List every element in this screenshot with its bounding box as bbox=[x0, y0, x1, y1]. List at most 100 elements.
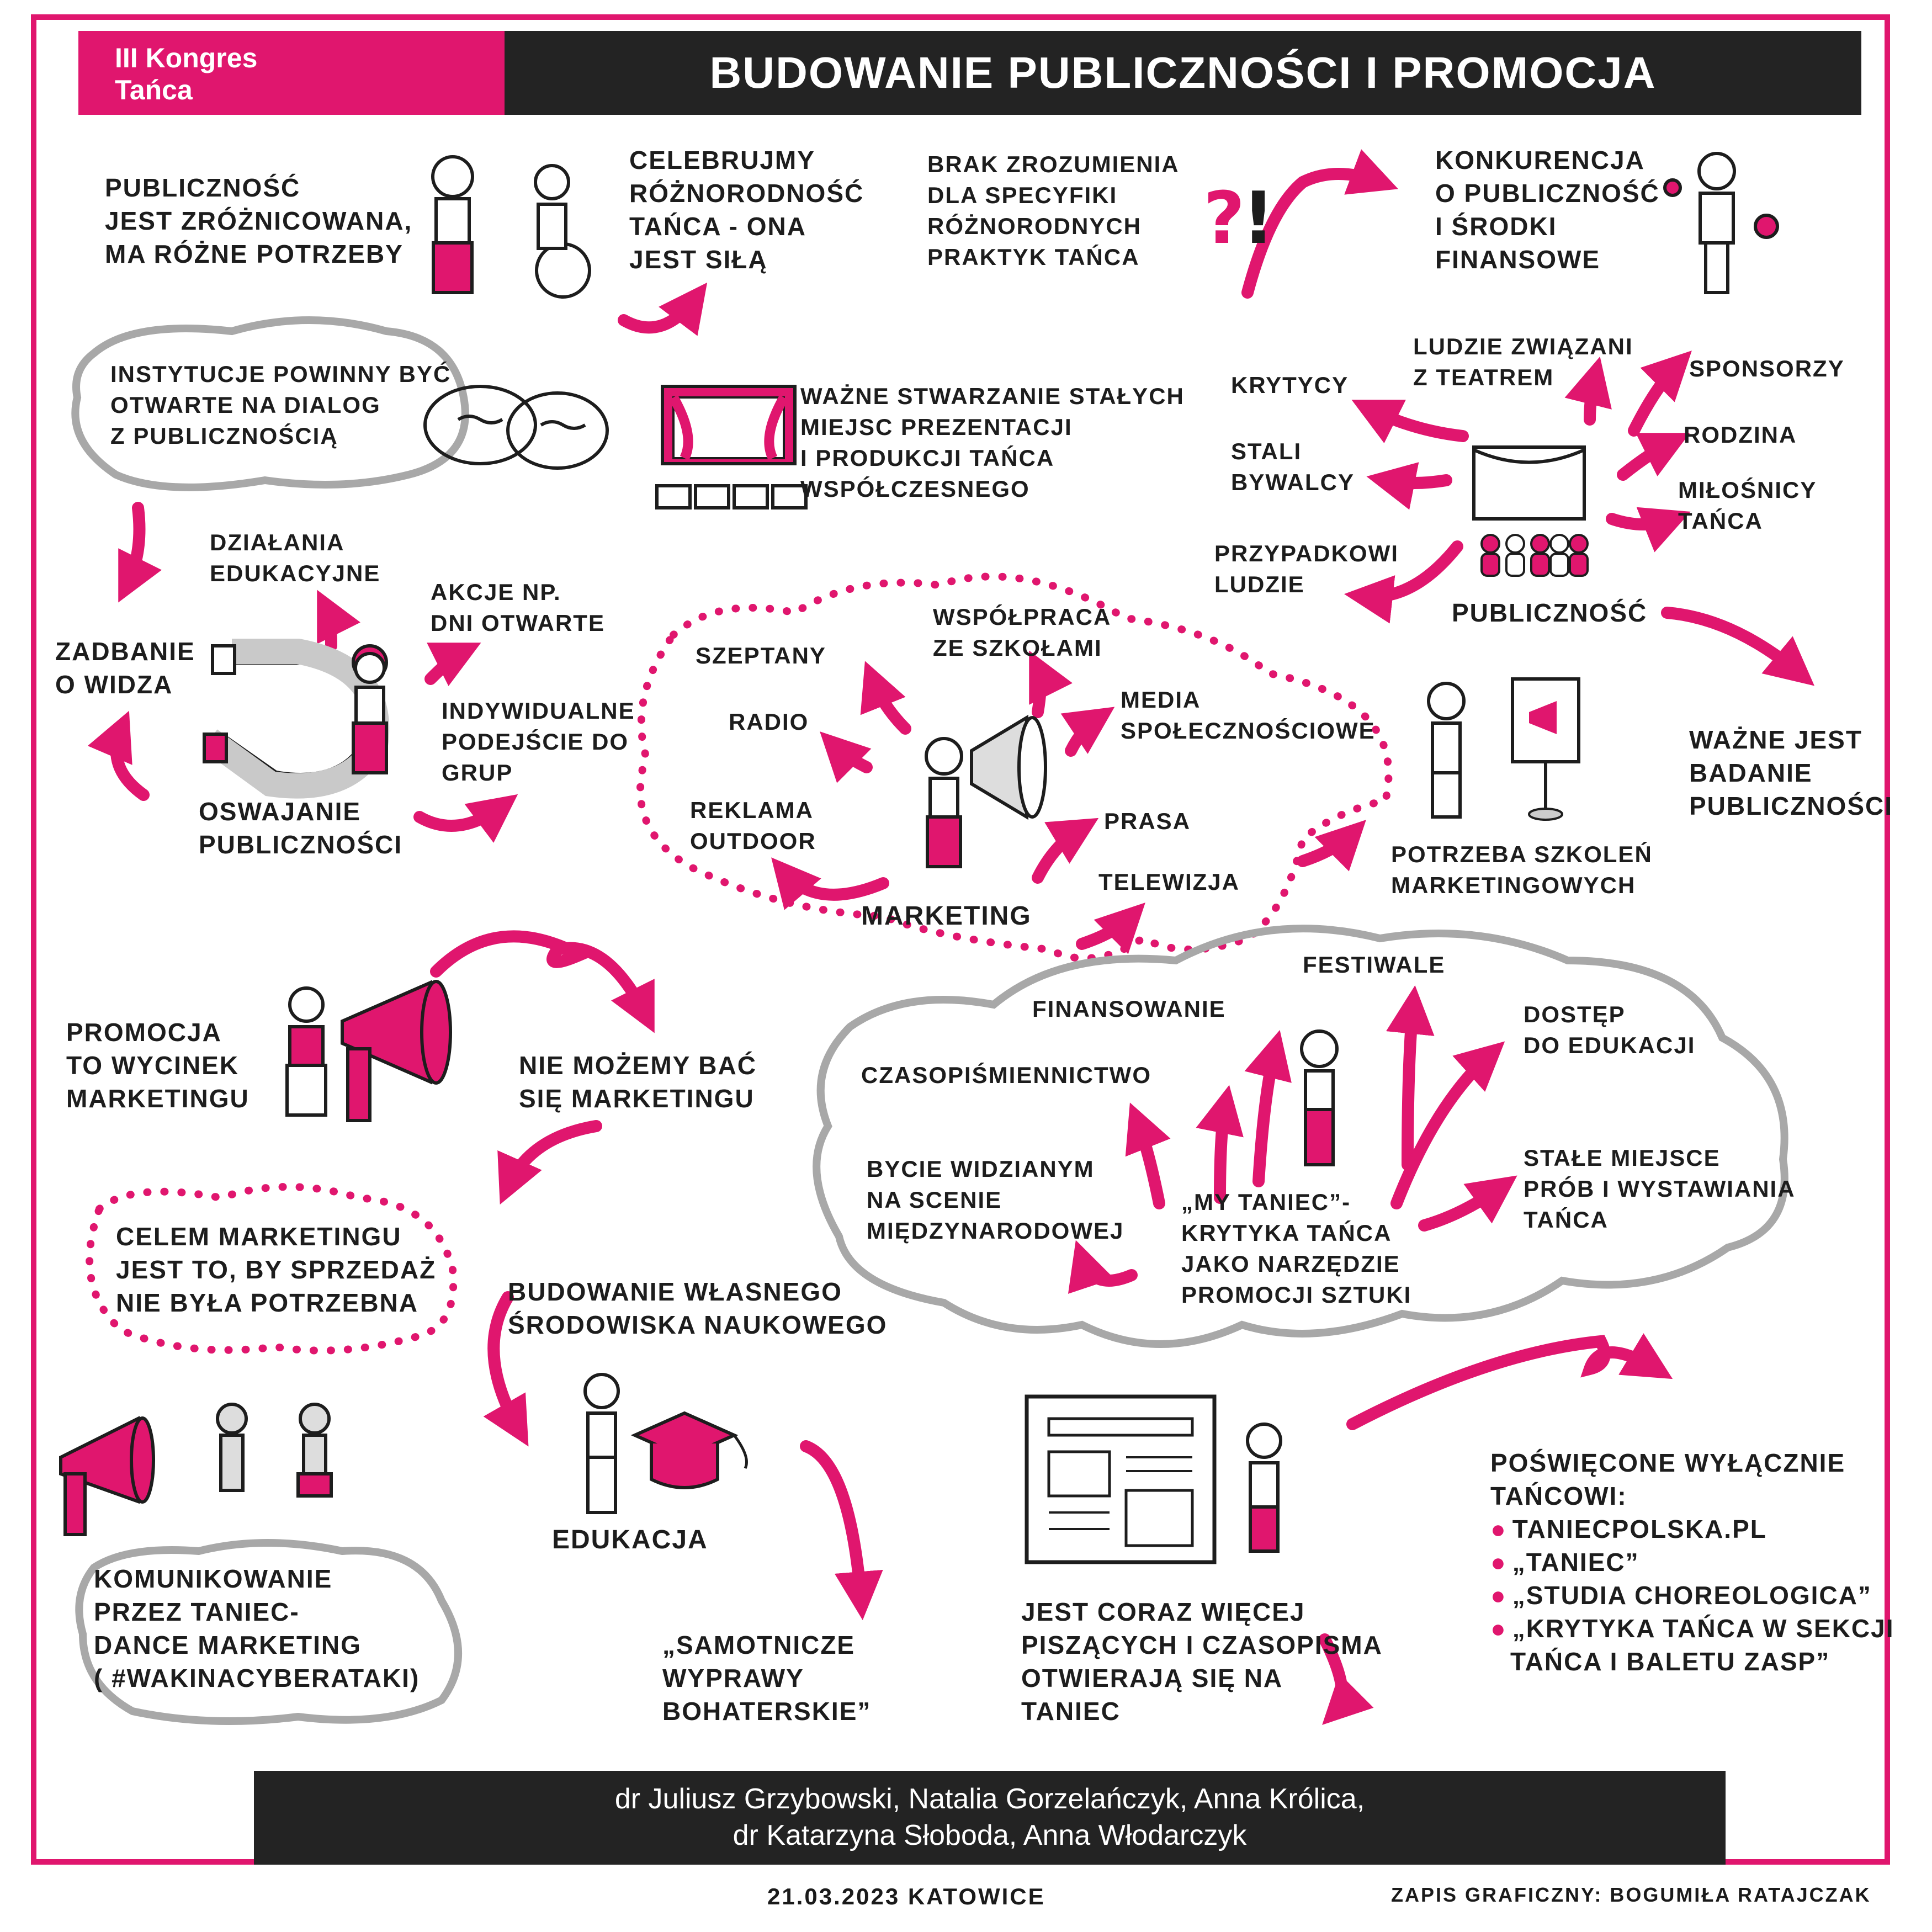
goal-cloud-outline bbox=[86, 1183, 458, 1355]
theatre-audience-icon bbox=[1472, 445, 1589, 577]
megaphone-small-icon bbox=[59, 1416, 155, 1536]
arrow-research bbox=[1661, 607, 1815, 686]
gray-cloud-outline bbox=[813, 925, 1788, 1348]
arrow-funding bbox=[1244, 1029, 1292, 1187]
arrow-radio bbox=[820, 731, 873, 783]
footer-date-place: 21.03.2023 Katowice bbox=[767, 1883, 1045, 1909]
note-audience: Publiczność bbox=[1452, 598, 1648, 627]
arrow-loop bbox=[430, 930, 655, 1033]
arrow-prasa bbox=[1032, 818, 1099, 884]
svg-text:!: ! bbox=[1242, 176, 1275, 260]
stage-icon bbox=[655, 385, 808, 509]
note-marketing-training: Potrzeba szkoleń marketingowych bbox=[1391, 841, 1653, 898]
arrow-rehearsal bbox=[1418, 1175, 1517, 1232]
note-edu-actions: Działania edukacyjne bbox=[210, 529, 381, 586]
authors-line-1: dr Juliusz Grzybowski, Natalia Gorzelańc… bbox=[614, 1783, 1365, 1815]
note-open-days: Akcje np. dni otwarte bbox=[431, 579, 605, 636]
footer-credit: Zapis graficzny: Bogumiła Ratajczak bbox=[1391, 1883, 1871, 1906]
arrow-access bbox=[1390, 1041, 1505, 1209]
note-competition: Konkurencja o publiczność i środki finan… bbox=[1435, 146, 1660, 274]
gray-item-edu-access: Dostęp do edukacji bbox=[1524, 1001, 1696, 1058]
note-regulars: Stali bywalcy bbox=[1231, 438, 1355, 495]
dialog-bubbles bbox=[423, 385, 609, 470]
note-celebrate-diversity: Celebrujmy różnorodność tańca - ona jest… bbox=[629, 146, 864, 274]
marketing-cloud-outline bbox=[636, 572, 1393, 962]
presentation-board-icon bbox=[1511, 677, 1580, 821]
note-family: Rodzina bbox=[1684, 422, 1797, 448]
arrow-marketing-training bbox=[1297, 820, 1366, 872]
gray-item-journals: Czasopiśmiennictwo bbox=[861, 1062, 1151, 1088]
arrow-reklama bbox=[771, 857, 889, 910]
arrow-journals bbox=[1196, 1085, 1244, 1204]
arrow-celebrate bbox=[618, 282, 708, 336]
graduation-cap-icon bbox=[630, 1411, 748, 1489]
arrow-lovers bbox=[1606, 507, 1691, 553]
arrow-telewizja bbox=[1076, 903, 1145, 954]
magnet-icon bbox=[202, 639, 390, 799]
arrow-critique-left bbox=[1068, 1240, 1138, 1294]
dedicated-item: ●„Studia Choreologica” bbox=[1490, 1581, 1872, 1610]
newspaper-icon bbox=[1025, 1394, 1217, 1564]
arrow-visible bbox=[1125, 1102, 1171, 1209]
dance-comm-cloud-outline bbox=[75, 1539, 462, 1725]
authors-line-2: dr Katarzyna Słoboda, Anna Włodarczyk bbox=[733, 1819, 1247, 1851]
arrow-dedicated bbox=[1346, 1333, 1673, 1430]
arrow-open-days bbox=[424, 643, 481, 686]
note-critics: Krytycy bbox=[1231, 372, 1349, 398]
arrow-scientific bbox=[483, 1291, 529, 1447]
note-audience-diverse: Publiczność jest zróżnicowana, ma różne … bbox=[105, 173, 413, 268]
dedicated-item-cont: tańca i baletu ZASP” bbox=[1510, 1647, 1830, 1676]
note-scientific-community: Budowanie własnego środowiska naukowego bbox=[508, 1277, 888, 1339]
arrow-writing bbox=[1319, 1633, 1374, 1725]
note-promo-slice: Promocja to wycinek marketingu bbox=[66, 1018, 250, 1113]
note-individual-approach: Indywidualne podejście do grup bbox=[442, 698, 635, 785]
note-lack-understanding: Brak zrozumienia dla specyfiki różnorodn… bbox=[927, 151, 1180, 270]
arrow-heroic bbox=[800, 1440, 883, 1621]
note-heroic-journeys: „Samotnicze wyprawy bohaterskie” bbox=[662, 1631, 872, 1726]
figure-group bbox=[216, 152, 1779, 1553]
gray-item-festivals: Festiwale bbox=[1303, 952, 1446, 978]
arrow-group bbox=[87, 149, 1815, 1725]
note-dedicated-media: Poświęcone wyłącznie tańcowi: ●taniecpol… bbox=[1490, 1446, 1894, 1678]
note-theatre-people: Ludzie związani z teatrem bbox=[1413, 333, 1633, 390]
note-venues: Ważne stwarzanie stałych miejsc prezenta… bbox=[800, 383, 1185, 502]
svg-text:?: ? bbox=[1203, 176, 1245, 260]
arrow-individual bbox=[413, 794, 518, 843]
institutions-cloud-outline bbox=[71, 316, 469, 491]
arrow-taming bbox=[87, 710, 150, 801]
marketing-center-label: Marketing bbox=[861, 901, 1032, 931]
arrow-festivals bbox=[1386, 985, 1435, 1171]
authors-bar: dr Juliusz Grzybowski, Natalia Gorzelańc… bbox=[254, 1771, 1726, 1865]
note-care-viewer: Zadbanie o widza bbox=[55, 637, 195, 699]
gray-item-rehearsal: Stałe miejsce prób i wystawiania tańca bbox=[1524, 1145, 1796, 1233]
arrow-up-exclaim bbox=[1241, 149, 1398, 299]
arrow-not-afraid bbox=[497, 1120, 602, 1205]
marketing-item-schools: Współpraca ze szkołami bbox=[933, 604, 1112, 661]
note-random-people: Przypadkowi ludzie bbox=[1214, 540, 1399, 597]
note-not-afraid: Nie możemy bać się marketingu bbox=[519, 1051, 757, 1113]
event-line-2: Tańca bbox=[115, 75, 193, 105]
note-more-writers: Jest coraz więcej piszących i czasopisma… bbox=[1021, 1597, 1383, 1726]
megaphone-marketing-icon bbox=[970, 714, 1047, 820]
arrow-theatre-krytycy bbox=[1351, 400, 1469, 443]
dedicated-item: ●„Taniec” bbox=[1490, 1548, 1639, 1577]
note-research: Ważne jest badanie publiczności bbox=[1689, 725, 1893, 820]
note-dance-lovers: Miłośnicy tańca bbox=[1678, 477, 1817, 534]
arrow-institutions-down bbox=[118, 502, 162, 603]
arrow-theatre-regulars bbox=[1366, 462, 1452, 510]
question-exclamation-icon: ? ! bbox=[1203, 176, 1275, 260]
note-marketing-goal: Celem marketingu jest to, by sprzedaż ni… bbox=[116, 1222, 437, 1317]
note-education: Edukacja bbox=[552, 1525, 708, 1554]
arrow-family bbox=[1617, 433, 1690, 481]
note-institutions-dialog: Instytucje powinny być otwarte na dialog… bbox=[110, 361, 452, 449]
arrow-random bbox=[1344, 540, 1463, 624]
arrow-edu-actions bbox=[317, 590, 360, 652]
note-dance-communication: Komunikowanie przez taniec- dance market… bbox=[94, 1564, 420, 1692]
dedicated-item: ●taniecpolska.pl bbox=[1490, 1515, 1767, 1543]
arrow-wspolpraca bbox=[1029, 650, 1073, 718]
page-title: BUDOWANIE PUBLICZNOŚCI I PROMOCJA bbox=[505, 31, 1861, 115]
gray-item-critique: „My taniec”- krytyka tańca jako narzędzi… bbox=[1181, 1189, 1412, 1308]
arrow-theatre-people bbox=[1564, 356, 1612, 426]
arrow-media bbox=[1060, 707, 1115, 757]
